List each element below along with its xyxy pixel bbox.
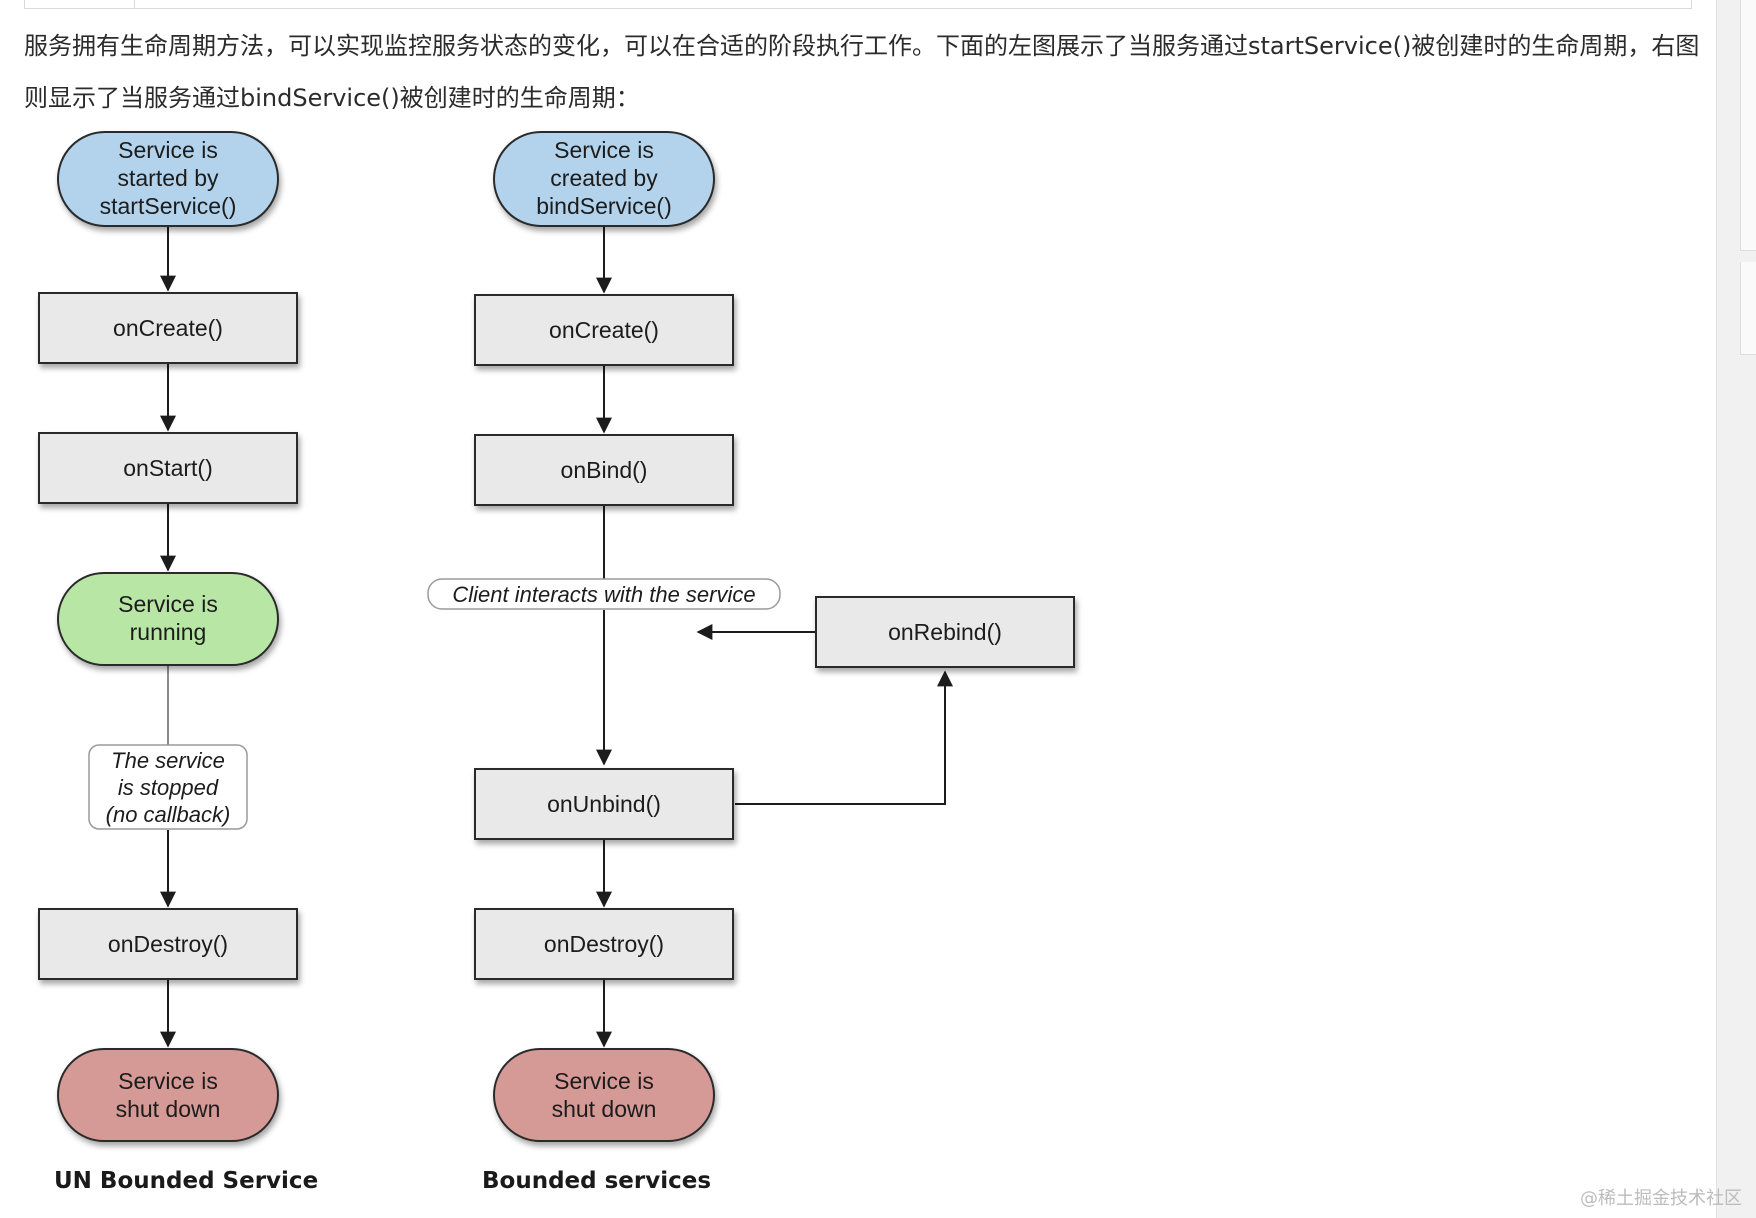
right-onbind-label: onBind(): [561, 457, 648, 483]
left-start-node: Service is started by startService(): [57, 131, 279, 227]
left-start-line-3: startService(): [100, 193, 237, 219]
left-running-node: Service is running: [57, 572, 279, 666]
right-onrebind-label: onRebind(): [888, 619, 1002, 645]
left-end-line-1: Service is: [118, 1068, 218, 1094]
left-onstart-node: onStart(): [38, 432, 298, 504]
right-onrebind-node: onRebind(): [815, 596, 1075, 668]
right-onunbind-label: onUnbind(): [547, 791, 661, 817]
right-interact-note: Client interacts with the service: [427, 578, 781, 610]
left-note-line-2: is stopped: [118, 775, 219, 800]
right-onbind-node: onBind(): [474, 434, 734, 506]
right-end-line-2: shut down: [552, 1096, 657, 1122]
left-stopped-note: The service is stopped (no callback): [88, 744, 248, 830]
left-ondestroy-label: onDestroy(): [108, 931, 228, 957]
right-arrow-unbind-to-rebind: [735, 670, 953, 805]
left-oncreate-node: onCreate(): [38, 292, 298, 364]
left-oncreate-label: onCreate(): [113, 315, 223, 341]
left-end-node: Service is shut down: [57, 1048, 279, 1142]
right-oncreate-node: onCreate(): [474, 294, 734, 366]
left-end-line-2: shut down: [116, 1096, 221, 1122]
table-bottom-edge: [24, 0, 1692, 9]
right-start-line-3: bindService(): [536, 193, 672, 219]
left-ondestroy-node: onDestroy(): [38, 908, 298, 980]
left-start-line-1: Service is: [118, 137, 218, 163]
right-ondestroy-node: onDestroy(): [474, 908, 734, 980]
right-end-node: Service is shut down: [493, 1048, 715, 1142]
right-interact-label: Client interacts with the service: [452, 582, 755, 607]
right-start-line-1: Service is: [554, 137, 654, 163]
rail-tab-secondary[interactable]: [1740, 262, 1756, 355]
right-diagram: Service is created by bindService() onCr…: [427, 131, 1075, 1194]
left-running-line-2: running: [130, 619, 207, 645]
right-oncreate-label: onCreate(): [549, 317, 659, 343]
right-ondestroy-label: onDestroy(): [544, 931, 664, 957]
rail-tab[interactable]: [1740, 0, 1756, 251]
left-start-line-2: started by: [118, 165, 219, 191]
right-start-line-2: created by: [550, 165, 658, 191]
table-cell-divider: [134, 0, 135, 8]
left-note-line-1: The service: [111, 748, 225, 773]
left-diagram: Service is started by startService() onC…: [38, 131, 318, 1194]
right-onunbind-node: onUnbind(): [474, 768, 734, 840]
right-caption: Bounded services: [482, 1168, 711, 1194]
left-caption: UN Bounded Service: [54, 1168, 318, 1194]
left-running-line-1: Service is: [118, 591, 218, 617]
right-start-node: Service is created by bindService(): [493, 131, 715, 227]
left-onstart-label: onStart(): [123, 455, 212, 481]
left-note-line-3: (no callback): [106, 802, 231, 827]
right-end-line-1: Service is: [554, 1068, 654, 1094]
intro-paragraph: 服务拥有生命周期方法，可以实现监控服务状态的变化，可以在合适的阶段执行工作。下面…: [24, 32, 1700, 112]
watermark: @稀土掘金技术社区: [1580, 1188, 1742, 1209]
